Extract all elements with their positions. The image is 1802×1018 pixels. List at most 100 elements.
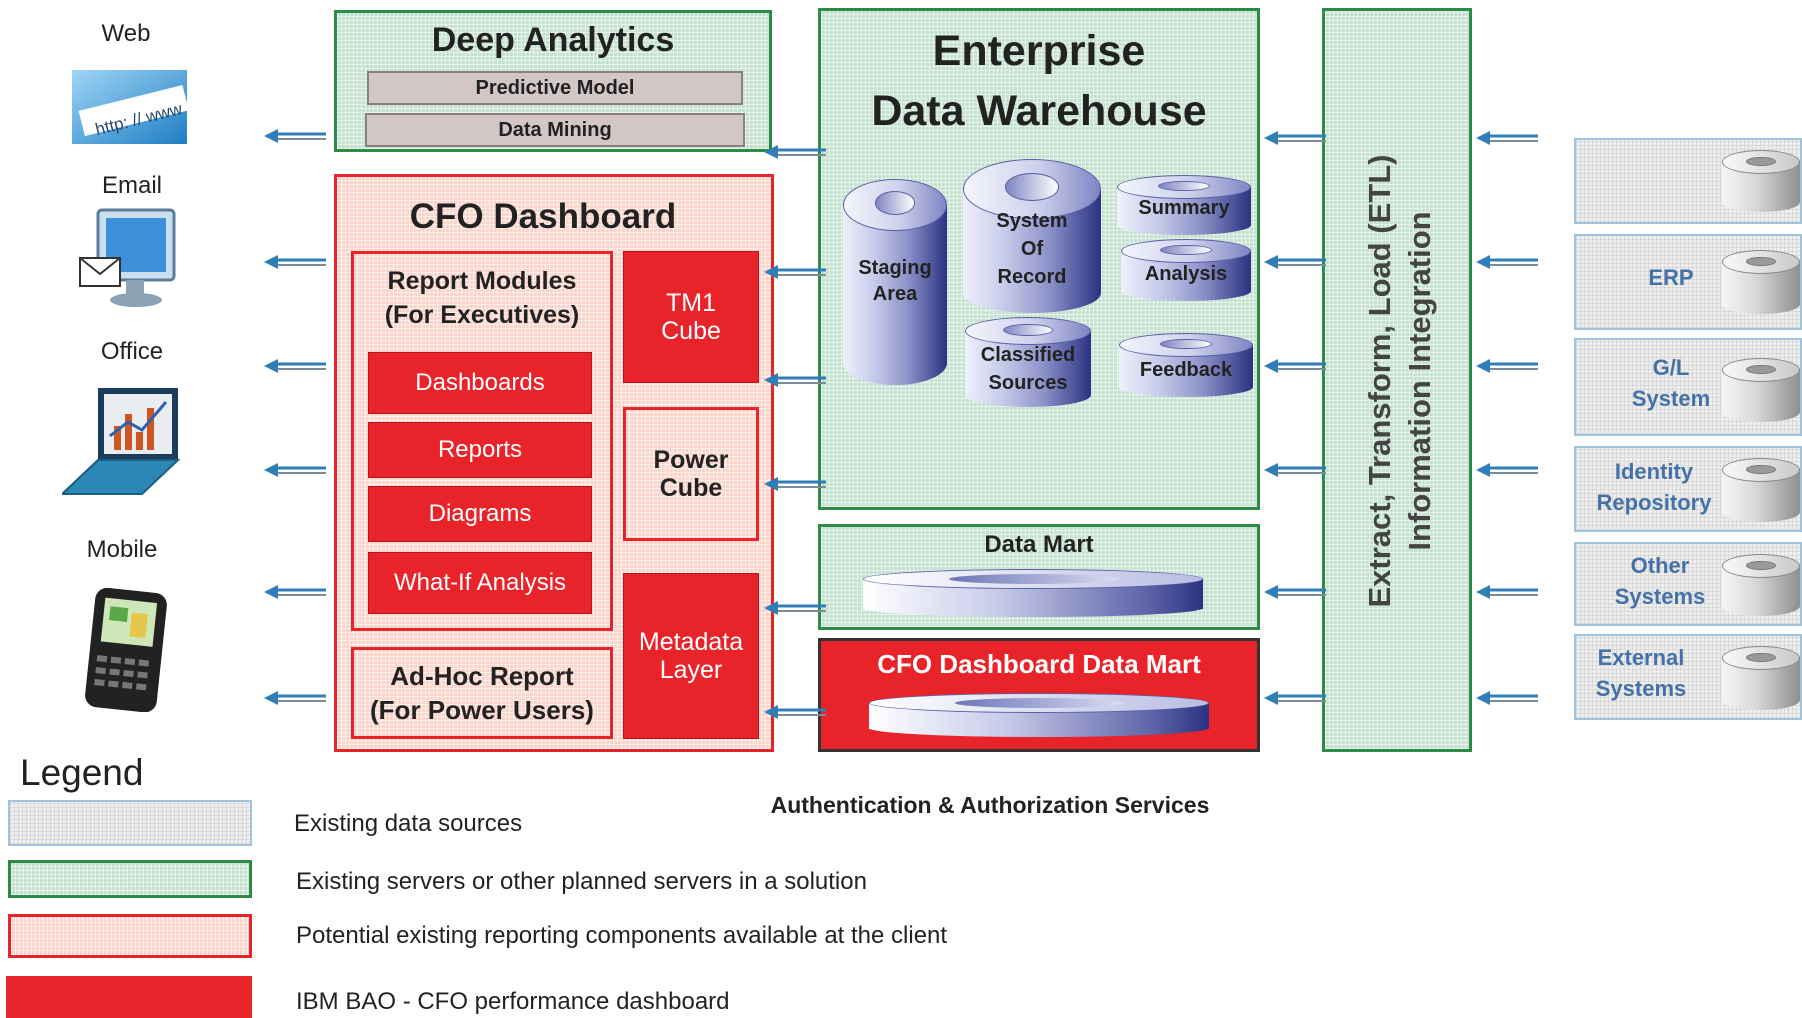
left-arrow-icon [1264,691,1326,705]
system-of-record-line1: System [996,210,1068,232]
left-arrow-icon [1264,585,1326,599]
staging-area-db: Staging Area [843,179,947,385]
classified-sources-line1: Classified [980,344,1076,366]
left-arrow-icon [1476,585,1538,599]
edw-title: Enterprise Data Warehouse [821,21,1257,141]
left-arrow-icon [264,359,326,373]
cfo-dashboard-panel: CFO Dashboard Report Modules (For Execut… [334,174,774,752]
left-arrow-icon [764,145,826,159]
left-arrow-icon [1476,359,1538,373]
etl-panel: Extract, Transform, Load (ETL) Informati… [1322,8,1472,752]
tm1-cube-line2: Cube [661,317,721,345]
email-computer-icon [78,206,178,310]
classified-sources-db: Classified Sources [965,317,1091,407]
legend-title: Legend [20,752,144,793]
source-box-external-systems: External Systems [1574,634,1802,720]
left-arrow-icon [1476,131,1538,145]
reports-module: Reports [368,422,592,478]
legend-swatch-ibm-bao [6,976,252,1018]
diagrams-module: Diagrams [368,486,592,542]
laptop-chart-icon [59,386,181,496]
database-cylinder-icon [1722,646,1800,710]
source-box-identity-repository: Identity Repository [1574,446,1802,532]
database-cylinder-icon [1722,458,1800,522]
cfo-data-mart-title: CFO Dashboard Data Mart [877,649,1201,679]
cfo-dashboard-data-mart-panel: CFO Dashboard Data Mart [818,638,1260,752]
system-of-record-line2: Of [1020,238,1044,260]
data-mart-title: Data Mart [984,531,1094,558]
system-of-record-db: System Of Record [963,159,1101,313]
source-box-gl-system: G/L System [1574,338,1802,436]
left-arrow-icon [1476,255,1538,269]
source-external-line1: External [1597,645,1685,670]
system-of-record-label: System Of Record [963,207,1101,291]
left-arrow-icon [264,255,326,269]
dashboards-module: Dashboards [368,352,592,414]
channel-label-email: Email [101,172,162,199]
channel-label-mobile: Mobile [86,536,158,563]
predictive-model-box: Predictive Model [367,71,743,105]
adhoc-report-box: Ad-Hoc Report (For Power Users) [351,647,613,739]
database-cylinder-icon [1722,358,1800,422]
report-modules-group: Report Modules (For Executives) Dashboar… [351,251,613,631]
smartphone-icon [82,587,168,713]
source-identity-label: Identity Repository [1584,456,1724,518]
summary-label: Summary [1138,197,1230,219]
source-gl-line2: System [1631,386,1711,411]
source-erp-label: ERP [1648,265,1694,290]
what-if-analysis-module: What-If Analysis [368,552,592,614]
source-box-unlabeled [1574,138,1802,224]
legend-text-existing-sources: Existing data sources [294,810,523,837]
cfo-data-mart-disk [869,693,1209,737]
left-arrow-icon [264,691,326,705]
left-arrow-icon [764,373,826,387]
system-of-record-line3: Record [997,266,1067,288]
enterprise-data-warehouse-panel: Enterprise Data Warehouse Staging Area S… [818,8,1260,510]
auth-services-label: Authentication & Authorization Services [770,792,1210,818]
source-external-label: External Systems [1576,642,1706,704]
legend-text-reporting: Potential existing reporting components … [296,922,948,949]
left-arrow-icon [264,463,326,477]
data-mining-box: Data Mining [365,113,745,147]
adhoc-report-line1: Ad-Hoc Report [390,661,574,691]
left-arrow-icon [1264,255,1326,269]
metadata-layer-box: Metadata Layer [623,573,759,739]
report-modules-title-line2: (For Executives) [384,301,580,329]
staging-area-line1: Staging [858,257,932,279]
database-cylinder-icon [1722,150,1800,212]
legend-text-ibm-bao: IBM BAO - CFO performance dashboard [296,988,730,1015]
classified-sources-label: Classified Sources [965,341,1091,397]
power-cube-line2: Cube [659,474,723,502]
data-mart-panel: Data Mart [818,524,1260,630]
left-arrow-icon [264,129,326,143]
left-arrow-icon [1476,691,1538,705]
power-cube-box: Power Cube [623,407,759,541]
source-box-erp: ERP [1574,234,1802,330]
left-arrow-icon [1264,131,1326,145]
legend-swatch-existing-sources [8,800,252,846]
source-other-label: Other Systems [1590,550,1730,612]
legend-swatch-reporting [8,914,252,958]
source-other-line1: Other [1630,553,1690,578]
left-arrow-icon [764,477,826,491]
analysis-label: Analysis [1144,263,1228,285]
left-arrow-icon [1264,359,1326,373]
metadata-layer-line1: Metadata [638,628,744,656]
feedback-db: Feedback [1119,333,1253,397]
edw-title-line1: Enterprise [932,27,1146,75]
data-mart-disk [863,569,1203,617]
channel-label-web: Web [101,20,151,47]
deep-analytics-panel: Deep Analytics Predictive Model Data Min… [334,10,772,152]
source-external-line2: Systems [1595,676,1687,701]
report-modules-title-line1: Report Modules [387,267,577,295]
source-box-other-systems: Other Systems [1574,542,1802,626]
tm1-cube-box: TM1 Cube [623,251,759,383]
power-cube-line1: Power [653,446,729,474]
legend-swatch-servers [8,860,252,898]
left-arrow-icon [264,585,326,599]
left-arrow-icon [764,601,826,615]
metadata-layer-line2: Layer [659,656,723,684]
left-arrow-icon [764,705,826,719]
cfo-dashboard-title: CFO Dashboard [409,197,677,236]
summary-db: Summary [1117,175,1251,235]
